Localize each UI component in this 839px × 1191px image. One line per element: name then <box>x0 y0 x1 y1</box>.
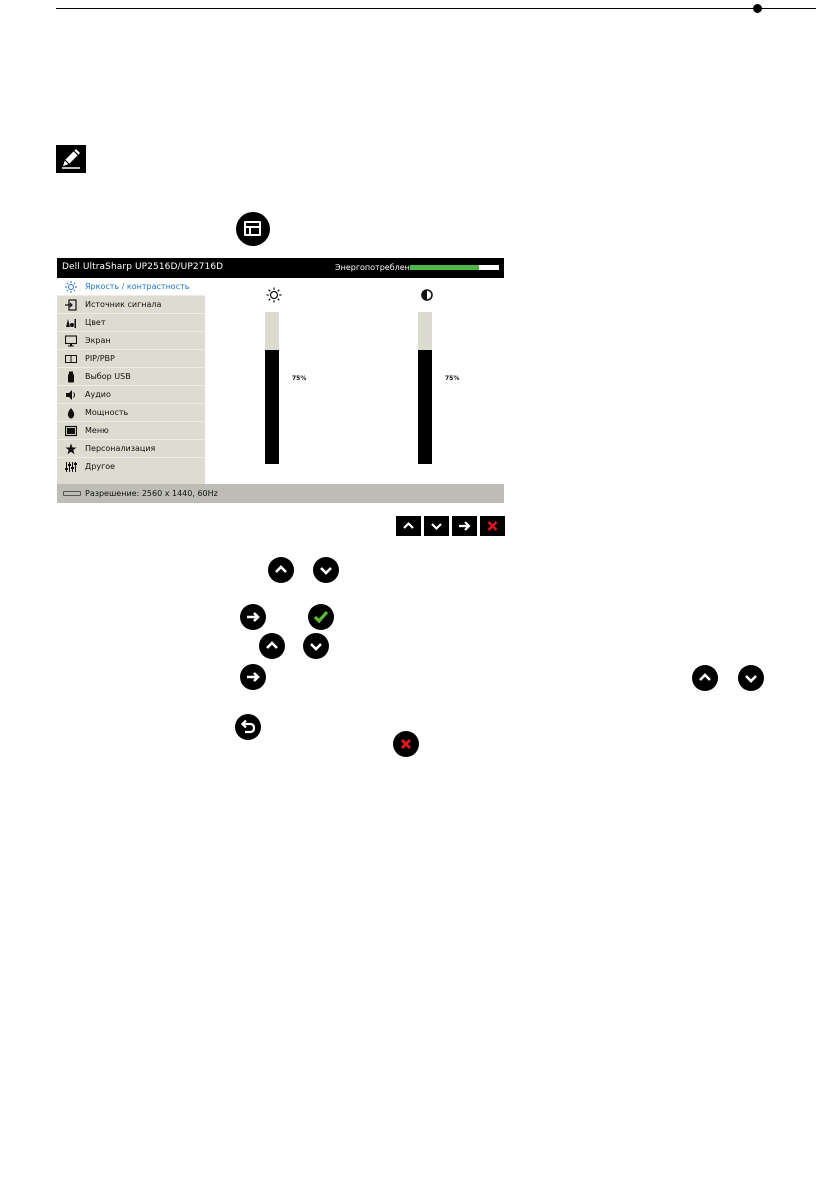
osd-item-pip-pbp[interactable]: PIP/PBP <box>57 350 205 368</box>
osd-item-color[interactable]: Цвет <box>57 314 205 332</box>
osd-item-label: Цвет <box>85 318 106 327</box>
contrast-icon <box>421 289 433 301</box>
right-button[interactable] <box>452 516 477 536</box>
header-rule <box>56 8 816 9</box>
energy-meter <box>410 265 499 270</box>
osd-item-label: Аудио <box>85 390 111 399</box>
check-circle-icon <box>308 604 334 630</box>
up-circle-icon <box>259 633 285 659</box>
note-pencil-icon <box>56 145 86 173</box>
osd-item-personalize[interactable]: Персонализация <box>57 440 205 458</box>
osd-content: 75% 75% <box>205 278 504 484</box>
contrast-slider[interactable] <box>418 312 432 464</box>
menu-icon <box>65 425 77 437</box>
chevron-up-icon <box>403 521 414 529</box>
chevron-down-icon <box>431 523 442 531</box>
down-circle-icon <box>313 557 339 583</box>
power-icon <box>67 408 75 419</box>
osd-item-label: Яркость / контрастность <box>85 282 190 291</box>
contrast-value: 75% <box>445 375 460 382</box>
down-circle-icon <box>303 633 329 659</box>
osd-item-input-source[interactable]: Источник сигнала <box>57 296 205 314</box>
osd-menu: Dell UltraSharp UP2516D/UP2716D Энергопо… <box>57 258 504 503</box>
up-circle-icon <box>692 665 718 691</box>
osd-item-label: Экран <box>85 336 111 345</box>
other-icon <box>65 462 77 472</box>
right-circle-icon <box>240 664 266 690</box>
menu-button-icon <box>236 212 270 246</box>
osd-item-audio[interactable]: Аудио <box>57 386 205 404</box>
osd-header: Dell UltraSharp UP2516D/UP2716D Энергопо… <box>57 258 504 278</box>
close-button[interactable] <box>480 516 505 536</box>
hdmi-icon <box>63 491 81 496</box>
close-circle-icon <box>393 731 419 757</box>
usb-icon <box>68 371 74 383</box>
pip-pbp-icon <box>65 355 77 363</box>
resolution-text: Разрешение: 2560 x 1440, 60Hz <box>85 489 218 498</box>
brightness-value: 75% <box>292 375 307 382</box>
up-circle-icon <box>268 557 294 583</box>
osd-item-label: Другое <box>85 462 116 471</box>
osd-footer: Разрешение: 2560 x 1440, 60Hz <box>57 484 504 503</box>
osd-item-brightness-contrast[interactable]: Яркость / контрастность <box>57 278 205 296</box>
osd-item-label: Меню <box>85 426 109 435</box>
osd-sidebar: Яркость / контрастность Источник сигнала… <box>57 278 205 484</box>
back-circle-icon <box>235 714 261 740</box>
osd-item-label: Источник сигнала <box>85 300 162 309</box>
energy-label: Энергопотребление <box>335 263 421 272</box>
contrast-slider-fill <box>418 350 432 464</box>
down-button[interactable] <box>424 516 449 536</box>
arrow-right-icon <box>459 521 471 531</box>
input-source-icon <box>65 299 77 311</box>
star-icon <box>65 443 77 455</box>
osd-item-label: Выбор USB <box>85 372 131 381</box>
osd-item-label: Мощность <box>85 408 129 417</box>
audio-icon <box>66 390 75 400</box>
osd-item-label: Персонализация <box>85 444 156 453</box>
up-button[interactable] <box>396 516 421 536</box>
osd-item-usb[interactable]: Выбор USB <box>57 368 205 386</box>
osd-item-display[interactable]: Экран <box>57 332 205 350</box>
osd-item-power[interactable]: Мощность <box>57 404 205 422</box>
down-circle-icon <box>738 665 764 691</box>
header-rule-dot <box>753 4 762 13</box>
osd-item-label: PIP/PBP <box>85 354 115 363</box>
right-circle-icon <box>240 604 266 630</box>
brightness-icon <box>266 287 282 303</box>
color-icon <box>66 319 76 328</box>
brightness-contrast-icon <box>65 281 77 293</box>
osd-item-other[interactable]: Другое <box>57 458 205 476</box>
close-icon <box>487 521 498 531</box>
brightness-slider-fill <box>265 350 279 464</box>
brightness-slider[interactable] <box>265 312 279 464</box>
osd-title: Dell UltraSharp UP2516D/UP2716D <box>62 262 224 272</box>
display-icon <box>65 335 77 347</box>
osd-item-menu[interactable]: Меню <box>57 422 205 440</box>
energy-meter-fill <box>410 265 480 270</box>
